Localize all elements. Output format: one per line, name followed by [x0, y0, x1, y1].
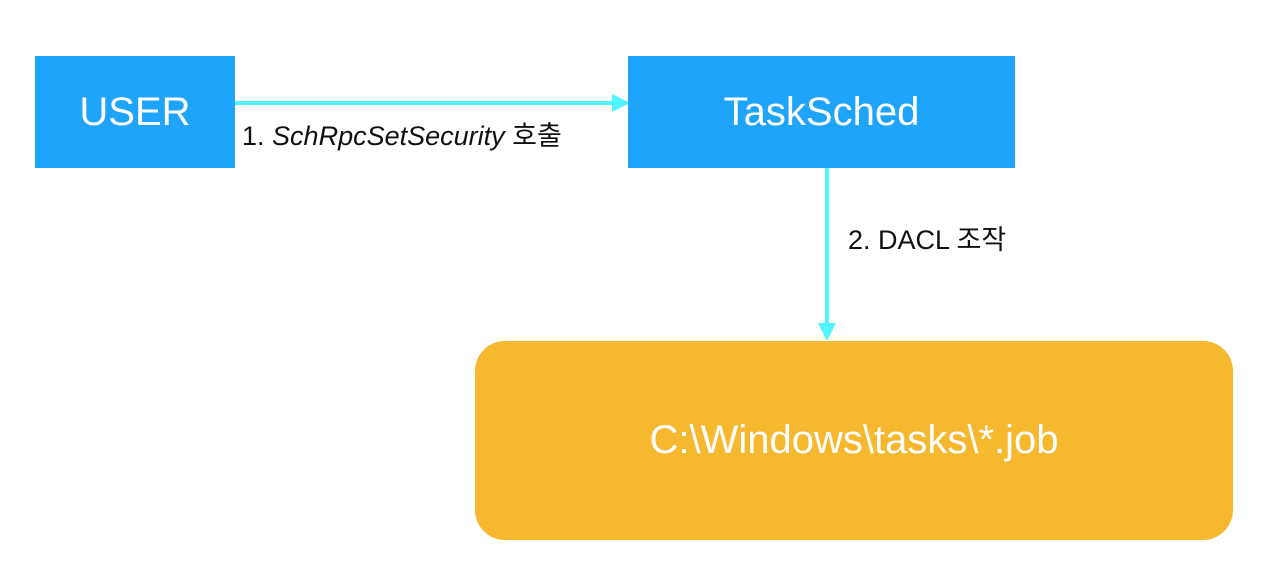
user-node: USER: [35, 56, 235, 168]
user-node-label: USER: [79, 89, 191, 134]
job-files-node: C:\Windows\tasks\*.job: [475, 341, 1233, 540]
edge-step-number: 1.: [242, 121, 265, 151]
arrow-tasksched-to-job-head: [818, 323, 836, 341]
tasksched-node-label: TaskSched: [723, 89, 920, 134]
edge-api-name: SchRpcSetSecurity: [272, 121, 505, 151]
tasksched-node: TaskSched: [628, 56, 1015, 168]
edge-label-setsecurity-call: 1. SchRpcSetSecurity 호출: [242, 114, 562, 153]
job-files-node-label: C:\Windows\tasks\*.job: [649, 418, 1059, 462]
arrow-user-to-tasksched-head: [612, 94, 630, 112]
edge-action: 호출: [512, 121, 562, 151]
edge-label-dacl: 2. DACL 조작: [848, 225, 1007, 255]
